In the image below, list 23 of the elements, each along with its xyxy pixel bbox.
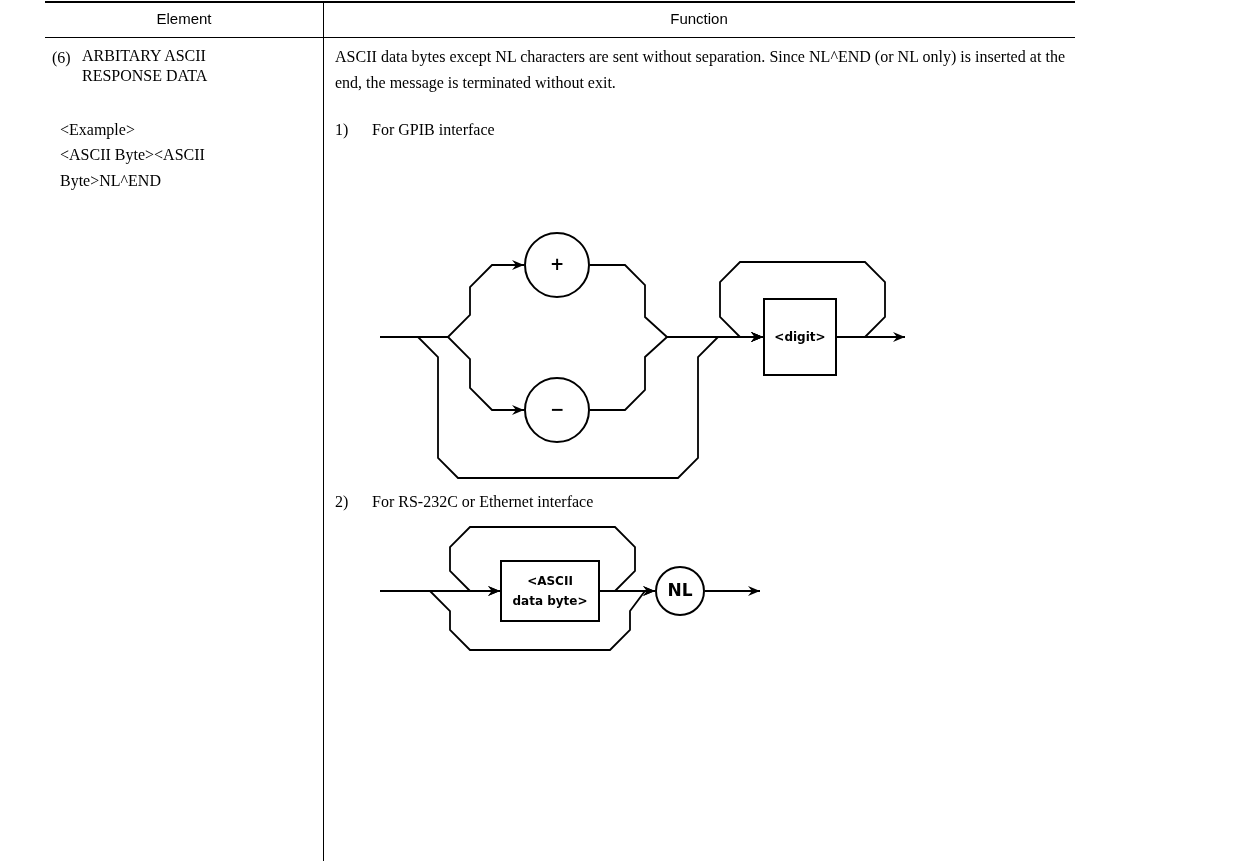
column-header: Element bbox=[155, 9, 213, 29]
description-paragraph: ASCII data bytes except NL characters are sent without separation. Since NL^END (or NL only) is inserted at the end, the message is terminated without exit. bbox=[335, 47, 1065, 94]
example-text: <ASCII Byte><ASCII Byte>NL^END bbox=[60, 145, 206, 192]
flow-arrow bbox=[719, 261, 886, 342]
list-number: 2) bbox=[335, 492, 349, 513]
element-box bbox=[763, 298, 837, 376]
list-number: 1) bbox=[335, 120, 349, 141]
flow-arrow bbox=[836, 332, 906, 342]
column-header: Function bbox=[669, 9, 729, 29]
element-box bbox=[500, 560, 600, 622]
flow-arrow bbox=[379, 586, 656, 651]
node-text: − bbox=[549, 398, 565, 422]
node-text: <ASCII data byte> bbox=[511, 573, 589, 610]
node-text: + bbox=[549, 253, 565, 277]
node-text: <digit> bbox=[774, 329, 826, 346]
flow-arrow bbox=[449, 526, 636, 596]
example-heading: <Example> bbox=[60, 120, 135, 141]
flow-arrow bbox=[704, 586, 761, 596]
section-heading: For RS-232C or Ethernet interface bbox=[372, 492, 594, 512]
item-number: (6) bbox=[52, 48, 71, 69]
section-heading: For GPIB interface bbox=[372, 120, 495, 140]
element-name: ARBITARY ASCII RESPONSE DATA bbox=[82, 46, 209, 86]
node-text: NL bbox=[667, 579, 693, 603]
